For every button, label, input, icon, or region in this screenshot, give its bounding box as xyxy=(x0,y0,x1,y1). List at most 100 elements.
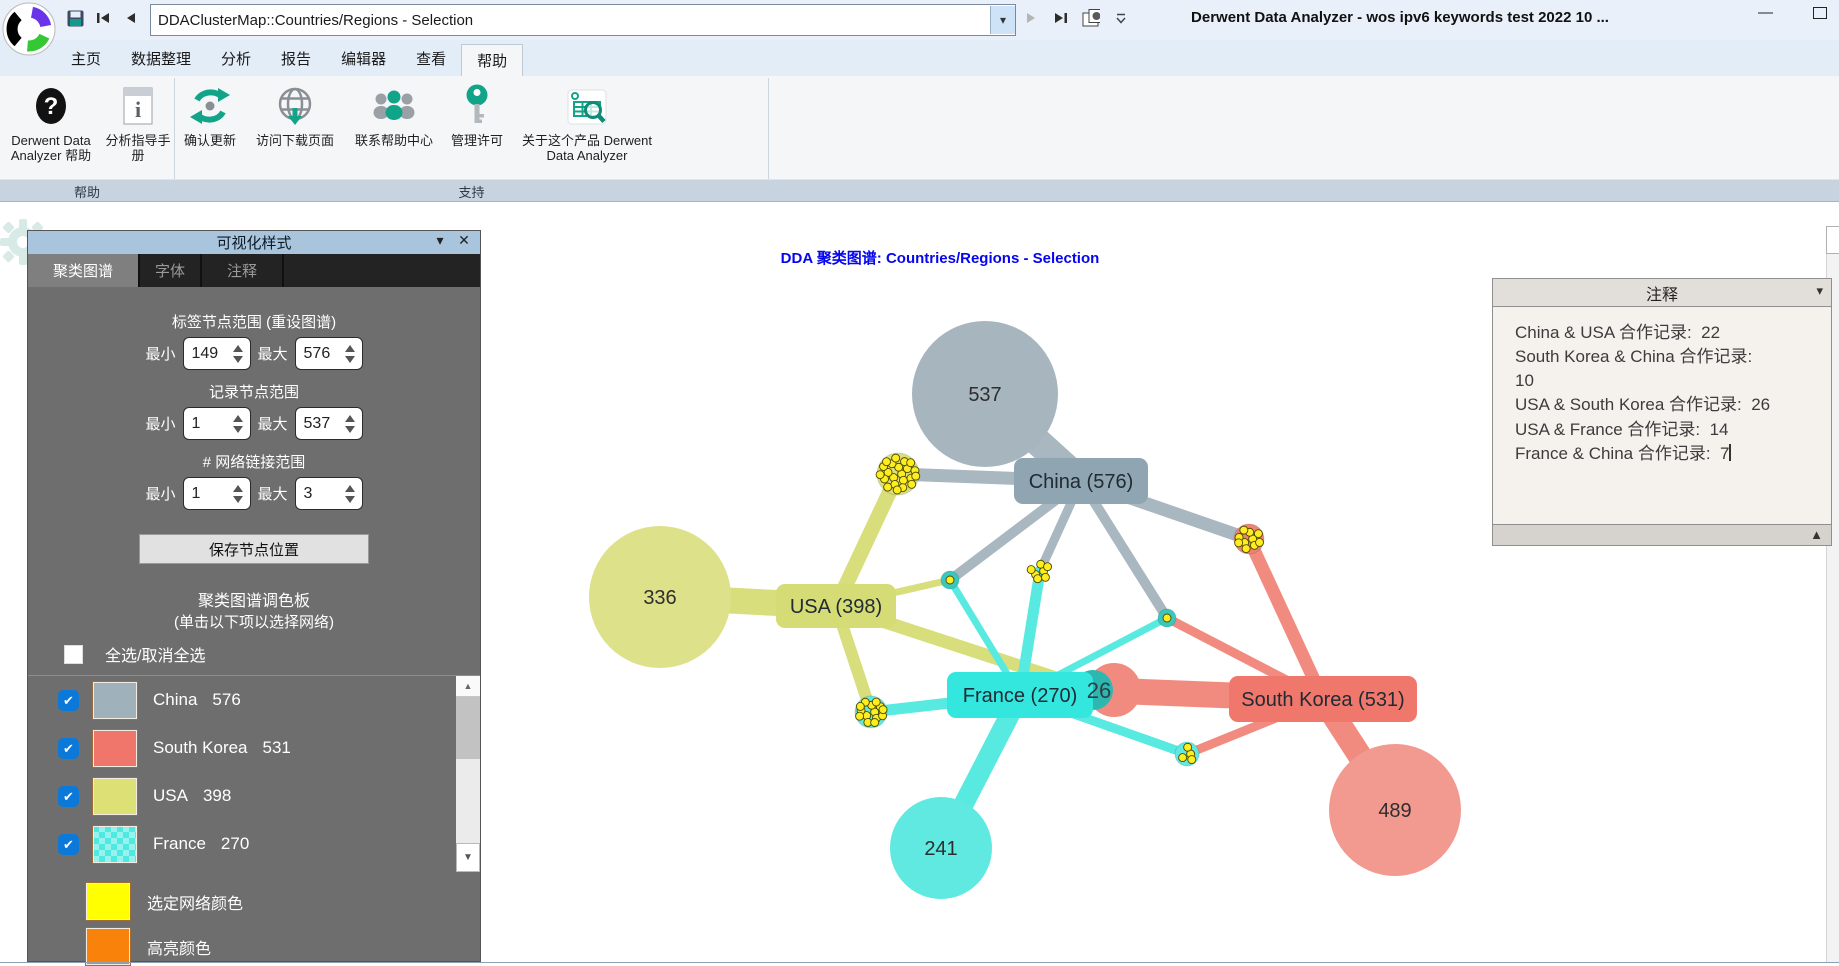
scroll-down-icon[interactable]: ▼ xyxy=(456,843,480,872)
stepper-down-icon[interactable] xyxy=(345,355,356,363)
record-dot xyxy=(1033,574,1043,584)
label-node-min-stepper[interactable]: 149 xyxy=(182,337,251,370)
palette-title: 聚类图谱调色板 xyxy=(197,593,310,610)
annotation-collapse-icon[interactable]: ▾ xyxy=(1816,283,1823,298)
cluster-label-china[interactable]: China (576) xyxy=(1014,458,1148,504)
view-selector-combobox[interactable]: DDAClusterMap::Countries/Regions - Selec… xyxy=(150,4,1016,36)
menu-view[interactable]: 查看 xyxy=(416,50,447,68)
checkbox-checked-icon[interactable]: ✔ xyxy=(58,689,79,711)
node-c336[interactable] xyxy=(589,526,731,668)
list-scrollbar[interactable]: ▲ ▼ xyxy=(456,676,480,872)
checkbox-checked-icon[interactable]: ✔ xyxy=(58,737,79,759)
contact-help-center-button[interactable]: 联系帮助中心 xyxy=(345,76,443,148)
customize-toolbar-icon[interactable] xyxy=(1112,9,1130,27)
last-view-icon[interactable] xyxy=(1052,9,1070,27)
stepper-up-icon[interactable] xyxy=(345,484,356,492)
select-all-checkbox[interactable] xyxy=(64,644,83,664)
record-node-recA[interactable] xyxy=(875,452,921,496)
stepper-up-icon[interactable] xyxy=(233,414,243,422)
stepper-up-icon[interactable] xyxy=(345,414,356,422)
cluster-label-france[interactable]: France (270) xyxy=(947,672,1093,718)
combobox-dropdown-icon[interactable]: ▾ xyxy=(990,6,1015,34)
stepper-up-icon[interactable] xyxy=(233,344,243,352)
list-item-usa[interactable]: ✔ USA 398 xyxy=(28,772,480,820)
tab-cluster-map[interactable]: 聚类图谱 xyxy=(28,254,140,287)
cluster-label-usa[interactable]: USA (398) xyxy=(776,584,896,628)
minimize-button[interactable]: — xyxy=(1758,4,1773,21)
color-swatch-usa[interactable] xyxy=(92,776,138,816)
check-update-button[interactable]: 确认更新 xyxy=(175,76,245,148)
highlight-color-row[interactable]: 高亮颜色 xyxy=(85,927,480,966)
stepper-down-icon[interactable] xyxy=(233,425,243,433)
switch-windows-icon[interactable] xyxy=(1082,9,1100,27)
save-icon[interactable] xyxy=(66,9,84,27)
maximize-button[interactable] xyxy=(1813,6,1827,19)
save-node-position-button[interactable]: 保存节点位置 xyxy=(139,534,369,564)
color-swatch-china[interactable] xyxy=(92,680,138,720)
panel-collapse-icon[interactable]: ▾ xyxy=(436,232,444,248)
menu-help[interactable]: 帮助 xyxy=(461,44,524,76)
help-button[interactable]: ? Derwent Data Analyzer 帮助 xyxy=(1,76,101,164)
app-logo-icon[interactable] xyxy=(2,1,56,62)
checkbox-checked-icon[interactable]: ✔ xyxy=(58,785,79,807)
annotation-expand-icon[interactable]: ▲ xyxy=(1810,527,1823,542)
cluster-label-sk[interactable]: South Korea (531) xyxy=(1229,676,1417,722)
color-swatch-south-korea[interactable] xyxy=(92,728,138,768)
menu-home[interactable]: 主页 xyxy=(71,50,102,68)
menu-data-cleanup[interactable]: 数据整理 xyxy=(131,50,192,68)
list-item-china[interactable]: ✔ China 576 xyxy=(28,676,480,724)
network-link-min-stepper[interactable]: 1 xyxy=(182,477,251,510)
analysis-guide-button[interactable]: i 分析指导手册 xyxy=(101,76,175,164)
scrollbar-thumb[interactable] xyxy=(456,697,480,759)
panel-close-icon[interactable]: ✕ xyxy=(458,232,470,248)
record-node-min-stepper[interactable]: 1 xyxy=(182,407,251,440)
selected-network-color-row[interactable]: 选定网络颜色 xyxy=(85,882,480,921)
checkbox-checked-icon[interactable]: ✔ xyxy=(58,833,79,855)
record-node-jF[interactable] xyxy=(940,570,960,590)
stepper-up-icon[interactable] xyxy=(345,344,356,352)
menu-editor[interactable]: 编辑器 xyxy=(341,50,387,68)
record-dot xyxy=(871,697,881,707)
node-n26-value: 26 xyxy=(1087,678,1111,703)
manage-license-button[interactable]: 管理许可 xyxy=(443,76,511,148)
first-view-icon[interactable] xyxy=(94,9,112,27)
select-all-row[interactable]: 全选/取消全选 xyxy=(64,642,480,666)
about-product-label: 关于这个产品 Derwent Data Analyzer xyxy=(521,133,653,164)
annotation-panel-collapsed-bar[interactable]: ▲ xyxy=(1492,524,1832,546)
back-icon[interactable] xyxy=(122,9,140,27)
annotation-text-area[interactable]: China & USA 合作记录: 22 South Korea & China… xyxy=(1492,307,1832,532)
list-item-south-korea[interactable]: ✔ South Korea 531 xyxy=(28,724,480,772)
record-node-recE[interactable] xyxy=(1174,741,1200,767)
menu-report[interactable]: 报告 xyxy=(281,50,312,68)
about-product-button[interactable]: 关于这个产品 Derwent Data Analyzer xyxy=(511,76,663,164)
tab-font[interactable]: 字体 xyxy=(140,254,202,287)
download-page-button[interactable]: 访问下载页面 xyxy=(245,76,345,148)
node-c537[interactable] xyxy=(912,321,1058,467)
color-swatch-france[interactable] xyxy=(92,824,138,864)
stepper-down-icon[interactable] xyxy=(345,425,356,433)
stepper-down-icon[interactable] xyxy=(233,355,243,363)
record-node-recD[interactable] xyxy=(854,695,888,729)
record-node-max-stepper[interactable]: 537 xyxy=(294,407,363,440)
menu-analysis[interactable]: 分析 xyxy=(221,50,252,68)
canvas-scroll-up[interactable] xyxy=(1826,226,1839,254)
stepper-up-icon[interactable] xyxy=(233,484,243,492)
tab-annotation[interactable]: 注释 xyxy=(202,254,284,287)
record-node-recB[interactable] xyxy=(1233,523,1265,555)
record-node-jG[interactable] xyxy=(1157,608,1177,628)
selected-network-color-swatch[interactable] xyxy=(85,882,131,921)
annotation-panel-header[interactable]: 注释 ▾ xyxy=(1492,278,1832,307)
label-node-max-stepper[interactable]: 576 xyxy=(294,337,363,370)
forward-icon[interactable] xyxy=(1022,9,1040,27)
record-node-recC[interactable] xyxy=(1026,559,1053,584)
stepper-down-icon[interactable] xyxy=(345,495,356,503)
style-panel-header[interactable]: 可视化样式 ▾ ✕ xyxy=(28,231,480,254)
scroll-up-icon[interactable]: ▲ xyxy=(456,676,480,697)
highlight-color-swatch[interactable] xyxy=(85,927,131,966)
list-item-france[interactable]: ✔ France 270 xyxy=(28,820,480,868)
node-c241[interactable] xyxy=(890,797,992,899)
node-c489[interactable] xyxy=(1329,744,1461,876)
network-link-max-stepper[interactable]: 3 xyxy=(294,477,363,510)
stepper-down-icon[interactable] xyxy=(233,495,243,503)
